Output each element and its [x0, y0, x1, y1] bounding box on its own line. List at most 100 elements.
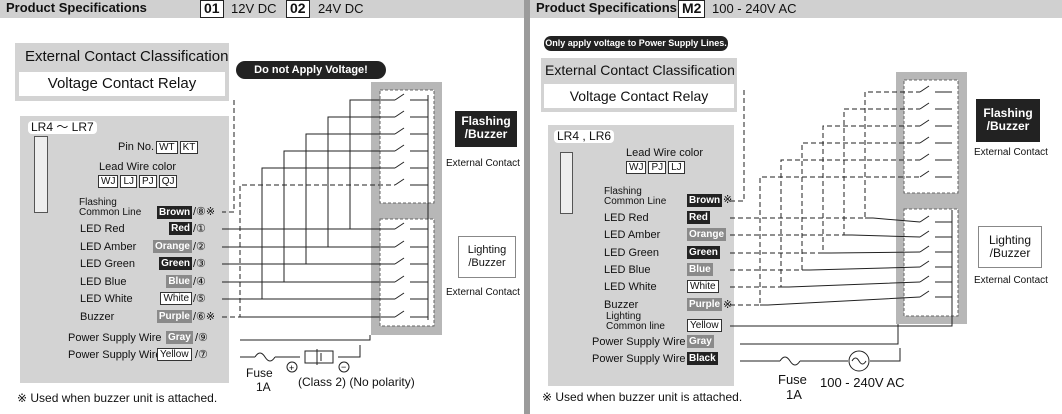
row-label-led-green: LED Green [80, 258, 136, 270]
wire-color-orange: Orange [152, 240, 192, 253]
power-wire-gray [240, 335, 371, 341]
pin-7: /⑦ [195, 349, 208, 361]
relay-contact [394, 161, 428, 169]
lead-wire-label-ac: Lead Wire color [626, 147, 704, 159]
wire-color-green: Green [159, 257, 192, 270]
power-wire-gray-ac [740, 324, 899, 345]
minus-terminal [338, 361, 350, 373]
relay-contact [394, 127, 428, 135]
relay-contact [394, 144, 428, 152]
power-wire-1-label: Power Supply Wire [68, 332, 162, 344]
flash-common-wire-ac [730, 90, 745, 202]
voltage-contact-box: Voltage Contact Relay [19, 72, 225, 96]
spec-text-12v: 12V DC [231, 1, 277, 16]
wire-color-ac-blue: Blue [687, 263, 713, 276]
relay-contact-ac [919, 260, 952, 268]
warning-text: Do not Apply Voltage! [254, 64, 368, 76]
ext-contact-2-ac: External Contact [974, 275, 1048, 286]
relay-contact-ac [919, 102, 952, 110]
pin-6: /⑥※ [193, 311, 216, 323]
power-wire-1-label-ac: Power Supply Wire [592, 336, 686, 348]
relay-contact [394, 240, 428, 248]
right-wiring-svg [730, 72, 967, 372]
voltage-contact-box-ac: Voltage Contact Relay [544, 84, 734, 108]
wire-led-blue [222, 150, 395, 283]
apply-note-text: Only apply voltage to Power Supply Lines… [545, 38, 727, 48]
row-label-ac-led-white: LED White [604, 281, 657, 293]
row-label-ac-led-green: LED Green [604, 247, 660, 259]
wire-buzzer [222, 184, 395, 318]
panel-dc: Product Specifications 01 12V DC 02 24V … [0, 0, 524, 414]
wire-color-gray: Gray [166, 331, 193, 344]
plus-terminal [286, 361, 298, 373]
wire-color-brown: Brown [157, 206, 193, 219]
ext-contact-1-ac: External Contact [974, 147, 1048, 158]
wire-ac-led-red [730, 91, 920, 219]
wire-ac-lighting-led-amber [844, 234, 921, 238]
pin-8: /⑧※ [193, 206, 216, 218]
relay-lighting [379, 218, 435, 327]
voltage-contact-label: Voltage Contact Relay [47, 75, 197, 92]
wire-color-purple: Purple [156, 310, 192, 323]
relay-contact-ac [919, 170, 952, 178]
wire-color-yellow: Yellow [157, 348, 192, 361]
ext-lighting-buzzer: Lighting/Buzzer [458, 236, 516, 278]
buzzer-mark: ※ [723, 299, 733, 311]
fuse-label-ac: Fuse [778, 372, 807, 387]
fuse-symbol [254, 352, 276, 362]
relay-lighting-ac [903, 208, 959, 317]
lead-wire-label: Lead Wire color [99, 161, 177, 173]
row-label-buzzer: Buzzer [80, 311, 115, 323]
wire-color-ac-green: Green [687, 246, 720, 259]
relay-contact [394, 110, 428, 118]
model-label-ac: LR4 , LR6 [554, 130, 615, 143]
wire-color-blue: Blue [166, 275, 192, 288]
ext-classification-box-ac: External Contact Classification Voltage … [541, 58, 737, 112]
fuse-value: 1A [256, 380, 271, 394]
buzzer-footnote-ac: ※ Used when buzzer unit is attached. [542, 390, 743, 404]
wire-color-red: Red [169, 222, 192, 235]
ext-flashing-buzzer: Flashing/Buzzer [455, 111, 517, 147]
wire-color-ac-orange: Orange [687, 228, 727, 241]
wire-led-white [222, 167, 395, 300]
spec-text-24v: 24V DC [318, 1, 364, 16]
voltage-contact-label-ac: Voltage Contact Relay [569, 88, 709, 104]
pin-2: /② [193, 241, 206, 253]
panel-divider [524, 0, 530, 414]
pin-3: /③ [193, 258, 206, 270]
relay-contact [394, 310, 428, 318]
pin-5: /⑤ [193, 293, 206, 305]
wire-ac-led-amber [730, 108, 920, 236]
device-box [20, 116, 229, 383]
power-wire-black-ac [740, 348, 901, 362]
ext-classification-title: External Contact Classification [25, 48, 229, 65]
wire-color-white: White [160, 292, 192, 305]
wire-color-ac-purple: Purple [687, 298, 723, 311]
wire-color-ac-red: Red [687, 211, 710, 224]
model-label: LR4 ～ LR7 [28, 121, 97, 134]
spec-label: Product Specifications [6, 0, 147, 15]
ext-classification-title-ac: External Contact Classification [545, 62, 735, 78]
wire-ac-led-blue [730, 142, 920, 271]
pin-4: /④ [193, 276, 206, 288]
relay-contact-ac [919, 119, 952, 127]
pin-code-kt: KT [179, 141, 199, 154]
ext-lighting-buzzer-ac: Lighting/Buzzer [978, 226, 1042, 268]
left-wiring-svg: + − [222, 82, 442, 373]
ac-voltage-label: 100 - 240V AC [820, 375, 905, 390]
row-label-led-white: LED White [80, 293, 133, 305]
row-label-led-amber: LED Amber [80, 241, 137, 253]
power-wire-2-label: Power Supply Wire [68, 349, 162, 361]
relay-contact-ac [919, 215, 952, 223]
relay-contact-ac [919, 275, 952, 283]
row-label-led-blue: LED Blue [80, 276, 127, 288]
wire-color-ac-white: White [687, 280, 719, 293]
relay-contact [394, 178, 428, 186]
wire-ac-led-green [730, 125, 920, 254]
buzzer-footnote: ※ Used when buzzer unit is attached. [17, 391, 218, 405]
